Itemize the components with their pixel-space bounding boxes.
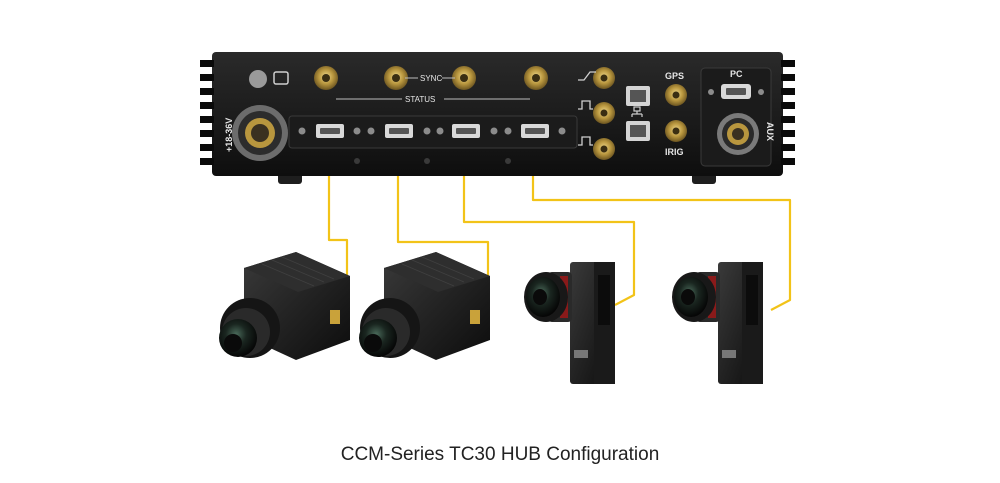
gps-connector[interactable] [665, 84, 687, 106]
aux-label: AUX [765, 122, 775, 141]
trigger-connectors [593, 67, 615, 160]
pc-label: PC [730, 69, 743, 79]
pulse-fall-icon [578, 136, 593, 146]
hub-body [212, 52, 783, 176]
cable-3 [462, 144, 636, 306]
vertical-camera-icon [672, 262, 763, 384]
box-camera-icon [359, 252, 490, 360]
gps-label: GPS [665, 71, 684, 81]
power-connector[interactable] [232, 105, 288, 161]
pulse-rise-icon [578, 100, 593, 110]
camera-port-3[interactable] [452, 124, 480, 138]
pc-screw-right [758, 89, 764, 95]
hub-fins-left [200, 60, 214, 165]
trigger-connector-3[interactable] [593, 138, 615, 160]
sync-label: SYNC [420, 74, 442, 83]
camera-4 [672, 262, 763, 384]
sync-connector-3[interactable] [452, 66, 476, 90]
irig-connector[interactable] [665, 120, 687, 142]
edge-trigger-icon [578, 71, 596, 81]
camera-port-1[interactable] [316, 124, 344, 138]
status-leds [298, 127, 566, 135]
aux-connector[interactable] [717, 113, 759, 155]
hub-fins-right [781, 60, 795, 165]
sync-connectors [314, 66, 548, 90]
power-button-icon[interactable] [273, 71, 289, 85]
power-label: +18-36V [224, 118, 234, 152]
power-led [249, 70, 267, 88]
vertical-camera-icon [524, 262, 615, 384]
camera-port-4[interactable] [521, 124, 549, 138]
pc-port[interactable] [721, 84, 751, 99]
camera-1 [219, 252, 350, 360]
sync-connector-2[interactable] [384, 66, 408, 90]
camera-port-panel [288, 115, 578, 149]
camera-2 [359, 252, 490, 360]
trigger-connector-2[interactable] [593, 102, 615, 124]
camera-ports [316, 124, 549, 138]
irig-label: IRIG [665, 147, 684, 157]
ethernet-port-1[interactable] [626, 86, 650, 106]
network-icon [631, 106, 643, 117]
trigger-connector-1[interactable] [593, 67, 615, 89]
box-camera-icon [219, 252, 350, 360]
camera-3 [524, 262, 615, 384]
camera-port-2[interactable] [385, 124, 413, 138]
ethernet-port-2[interactable] [626, 121, 650, 141]
figure-caption: CCM-Series TC30 HUB Configuration [340, 444, 660, 465]
pc-screw-left [708, 89, 714, 95]
status-label: STATUS [405, 95, 435, 104]
tc30-hub: +18-36V SYNC STATUS [200, 52, 795, 184]
cable-4 [531, 144, 792, 311]
sync-connector-1[interactable] [314, 66, 338, 90]
sync-connector-4[interactable] [524, 66, 548, 90]
hub-screws [354, 158, 511, 164]
